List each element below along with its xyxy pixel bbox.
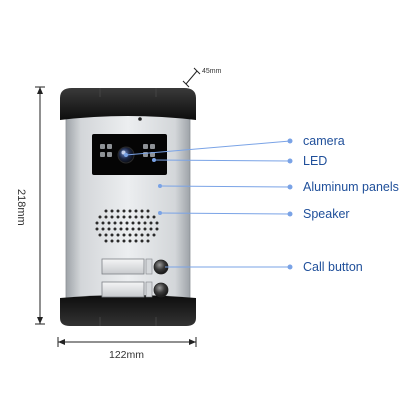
call-button-2 — [153, 282, 169, 298]
speaker-hole — [146, 233, 150, 237]
callout-lines — [124, 138, 293, 270]
speaker-hole — [110, 215, 114, 219]
speaker-hole — [104, 233, 108, 237]
speaker-hole — [140, 239, 144, 243]
speaker-hole — [116, 209, 120, 213]
speaker-hole — [116, 215, 120, 219]
speaker-hole — [146, 239, 150, 243]
speaker-hole — [119, 227, 123, 231]
speaker-hole — [155, 221, 159, 225]
speaker-hole — [122, 209, 126, 213]
speaker-hole — [125, 227, 129, 231]
speaker-hole — [104, 239, 108, 243]
speaker-hole — [140, 215, 144, 219]
width-dimension — [57, 337, 197, 347]
width-label: 122mm — [109, 349, 145, 361]
speaker-hole — [134, 239, 138, 243]
speaker-hole — [137, 221, 141, 225]
speaker-hole — [116, 233, 120, 237]
depth-label: 45mm — [202, 68, 222, 75]
speaker-hole — [104, 215, 108, 219]
speaker-hole — [122, 215, 126, 219]
speaker-hole — [128, 209, 132, 213]
top-cap — [60, 88, 196, 120]
speaker-hole — [128, 215, 132, 219]
speaker-hole — [101, 221, 105, 225]
speaker-hole — [113, 227, 117, 231]
speaker-hole — [128, 233, 132, 237]
speaker-hole — [137, 227, 141, 231]
speaker-hole — [149, 227, 153, 231]
depth-dimension — [182, 67, 201, 88]
speaker-hole — [116, 239, 120, 243]
speaker-hole — [101, 227, 105, 231]
speaker-hole — [98, 233, 102, 237]
nameplate-1 — [101, 258, 145, 275]
speaker-hole — [149, 221, 153, 225]
speaker-hole — [110, 239, 114, 243]
speaker-hole — [125, 221, 129, 225]
led-array-left — [100, 144, 112, 157]
speaker-hole — [146, 215, 150, 219]
speaker-hole — [128, 239, 132, 243]
speaker-hole — [98, 215, 102, 219]
speaker-grill — [95, 209, 159, 243]
speaker-hole — [95, 221, 99, 225]
callout-led: LED — [303, 154, 328, 168]
speaker-hole — [155, 227, 159, 231]
speaker-hole — [134, 215, 138, 219]
speaker-hole — [152, 215, 156, 219]
callout-camera: camera — [303, 134, 345, 148]
speaker-hole — [104, 209, 108, 213]
bottom-cap — [60, 295, 196, 326]
speaker-hole — [140, 209, 144, 213]
speaker-hole — [131, 221, 135, 225]
callout-speaker: Speaker — [303, 207, 350, 221]
speaker-hole — [134, 209, 138, 213]
speaker-hole — [131, 227, 135, 231]
height-dimension — [35, 86, 45, 325]
led-array-right — [143, 144, 155, 157]
speaker-hole — [110, 233, 114, 237]
speaker-hole — [122, 239, 126, 243]
speaker-hole — [113, 221, 117, 225]
speaker-hole — [140, 233, 144, 237]
speaker-hole — [134, 233, 138, 237]
speaker-hole — [143, 221, 147, 225]
speaker-hole — [122, 233, 126, 237]
speaker-hole — [152, 233, 156, 237]
speaker-hole — [107, 227, 111, 231]
callout-call-button: Call button — [303, 260, 363, 274]
speaker-hole — [143, 227, 147, 231]
height-label: 218mm — [15, 189, 27, 226]
speaker-hole — [110, 209, 114, 213]
speaker-hole — [95, 227, 99, 231]
nameplate-2 — [101, 281, 145, 298]
intercom-device — [60, 88, 196, 326]
speaker-hole — [146, 209, 150, 213]
speaker-hole — [119, 221, 123, 225]
callout-aluminum-panels: Aluminum panels — [303, 180, 399, 194]
speaker-hole — [107, 221, 111, 225]
